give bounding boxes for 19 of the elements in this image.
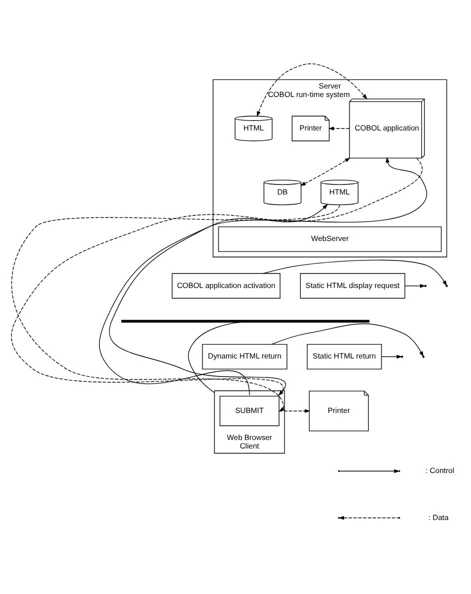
arrow — [328, 126, 350, 130]
arrow — [300, 158, 350, 186]
arrow — [262, 260, 447, 286]
node-box: Static HTML return — [306, 344, 382, 370]
legend-label: : Control — [426, 466, 454, 476]
node-box: COBOL application activation — [172, 273, 280, 299]
node-bar — [121, 320, 370, 323]
node-box: Dynamic HTML return — [202, 344, 288, 370]
arrow — [404, 284, 426, 288]
arrow — [278, 409, 310, 413]
node-box: Static HTML display request — [300, 273, 406, 299]
arrow — [381, 354, 402, 359]
connector — [188, 322, 241, 394]
node-box: WebServer — [218, 226, 442, 252]
legend-label: : Data — [428, 512, 449, 522]
arrow — [256, 63, 368, 117]
node-box: SUBMIT — [220, 396, 280, 426]
arrow — [271, 323, 424, 357]
node-label: COBOL run-time system — [268, 90, 350, 99]
